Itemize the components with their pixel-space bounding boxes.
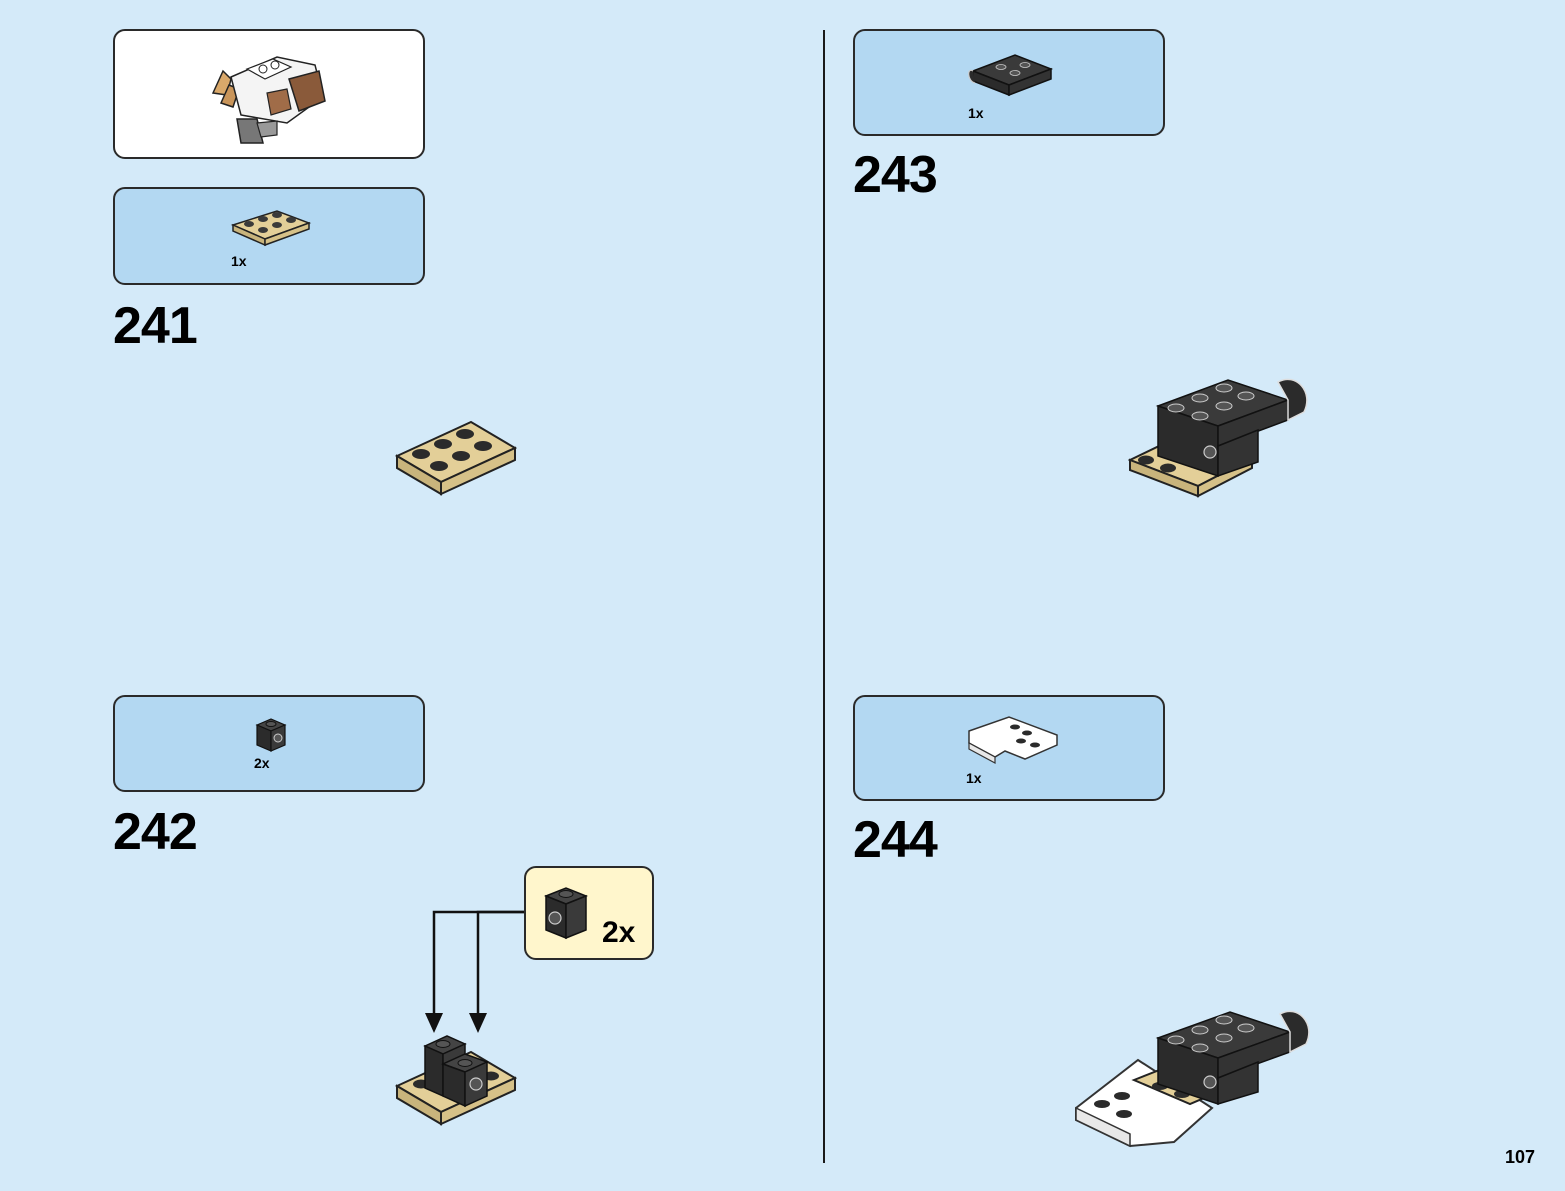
callout-quantity: 2x bbox=[602, 916, 636, 949]
part-quantity: 1x bbox=[966, 770, 982, 786]
step-243-assembly-icon bbox=[1128, 378, 1308, 498]
white-wedge-plate-icon bbox=[968, 716, 1058, 765]
step-number: 242 bbox=[113, 803, 198, 861]
part-quantity: 1x bbox=[231, 253, 247, 269]
step-number: 244 bbox=[853, 811, 938, 869]
step-244-assembly-icon bbox=[1075, 1010, 1310, 1148]
black-brick-1x1-side-stud-icon bbox=[255, 718, 287, 752]
step-242-assembly-icon bbox=[395, 1035, 518, 1126]
white-mech-head-preview-icon bbox=[211, 56, 326, 144]
step-241-parts-box: 1x bbox=[113, 187, 425, 285]
step-number: 241 bbox=[113, 297, 198, 355]
tan-plate-2x3-assembly-icon bbox=[395, 420, 517, 496]
submodel-preview-box bbox=[113, 29, 425, 159]
step-242-parts-box: 2x bbox=[113, 695, 425, 792]
tan-plate-2x3-icon bbox=[231, 210, 311, 247]
subassembly-callout-box: 2x bbox=[524, 866, 654, 960]
black-plate-with-clip-icon bbox=[968, 54, 1054, 97]
page-divider bbox=[823, 30, 825, 1163]
step-244-parts-box: 1x bbox=[853, 695, 1165, 801]
page-number: 107 bbox=[1504, 1147, 1535, 1167]
step-243-parts-box: 1x bbox=[853, 29, 1165, 136]
black-brick-1x1-side-stud-icon bbox=[543, 887, 589, 940]
part-quantity: 1x bbox=[968, 105, 984, 121]
placement-arrows-icon bbox=[425, 910, 524, 1033]
step-number: 243 bbox=[853, 146, 938, 204]
part-quantity: 2x bbox=[254, 755, 270, 771]
